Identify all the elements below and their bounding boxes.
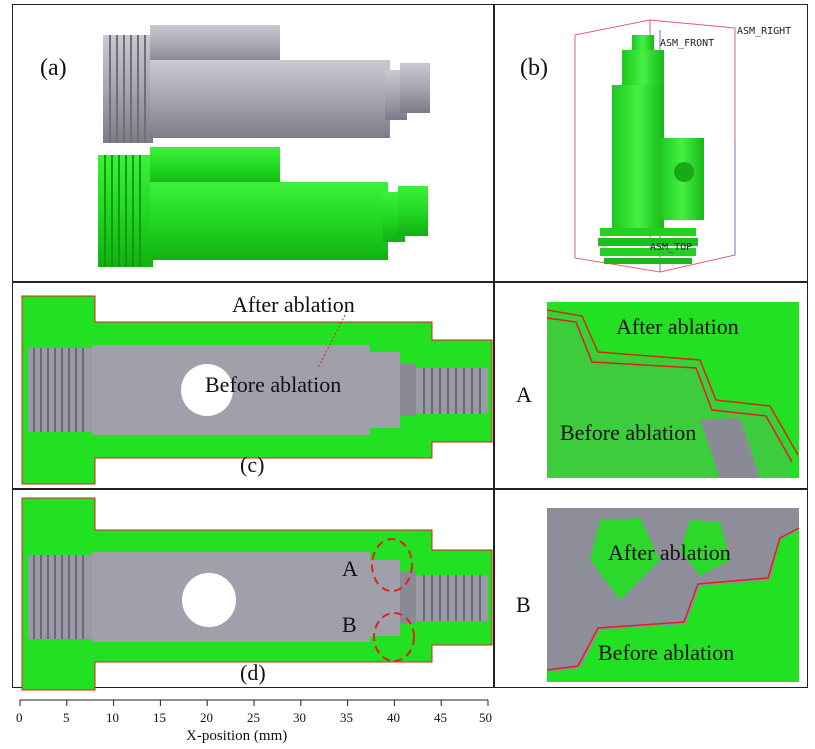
panel-B-before-label: Before ablation bbox=[598, 640, 735, 665]
x-tick-label: 5 bbox=[63, 710, 70, 725]
panel-c-before-label: Before ablation bbox=[205, 372, 342, 397]
cad-label-front: ASM_FRONT bbox=[660, 38, 715, 49]
x-tick-label: 50 bbox=[479, 710, 492, 725]
panel-b-label: (b) bbox=[520, 55, 548, 81]
x-tick-label: 20 bbox=[200, 710, 213, 725]
panel-B-label: B bbox=[516, 592, 531, 617]
panel-d-marker-b: B bbox=[342, 612, 357, 637]
panel-d-label: (d) bbox=[240, 660, 266, 685]
panel-A-zoom bbox=[546, 302, 799, 478]
panel-d-section bbox=[21, 497, 493, 691]
x-tick-label: 40 bbox=[387, 710, 400, 725]
panel-a-label: (a) bbox=[40, 55, 67, 81]
panel-b-cad-model bbox=[574, 19, 736, 273]
x-tick-label: 25 bbox=[247, 710, 260, 725]
x-tick-label: 45 bbox=[434, 710, 447, 725]
x-tick-label: 15 bbox=[153, 710, 166, 725]
grid-divider-vertical bbox=[493, 4, 495, 688]
x-axis-title: X-position (mm) bbox=[186, 728, 288, 744]
panel-A-before-label: Before ablation bbox=[560, 420, 697, 445]
figure-frame bbox=[12, 4, 808, 688]
x-tick-label: 30 bbox=[293, 710, 306, 725]
x-tick-label: 0 bbox=[16, 710, 23, 725]
grid-divider-row2 bbox=[12, 488, 808, 490]
panel-c-after-label: After ablation bbox=[232, 292, 355, 317]
green-shaft bbox=[98, 147, 428, 267]
panel-c-label: (c) bbox=[240, 452, 265, 477]
panel-B-after-label: After ablation bbox=[608, 540, 731, 565]
grey-shaft bbox=[103, 25, 430, 143]
grid-divider-row1 bbox=[12, 281, 808, 283]
cad-label-top: ASM_TOP bbox=[650, 242, 693, 253]
panel-A-label: A bbox=[516, 382, 532, 407]
panel-A-after-label: After ablation bbox=[616, 314, 739, 339]
panel-B-zoom bbox=[546, 508, 800, 682]
x-tick-label: 35 bbox=[340, 710, 353, 725]
panel-d-marker-a: A bbox=[342, 556, 358, 581]
x-tick-label: 10 bbox=[106, 710, 119, 725]
panel-c-section bbox=[21, 295, 493, 485]
x-axis bbox=[19, 699, 489, 706]
cad-label-right: ASM_RIGHT bbox=[737, 26, 792, 37]
